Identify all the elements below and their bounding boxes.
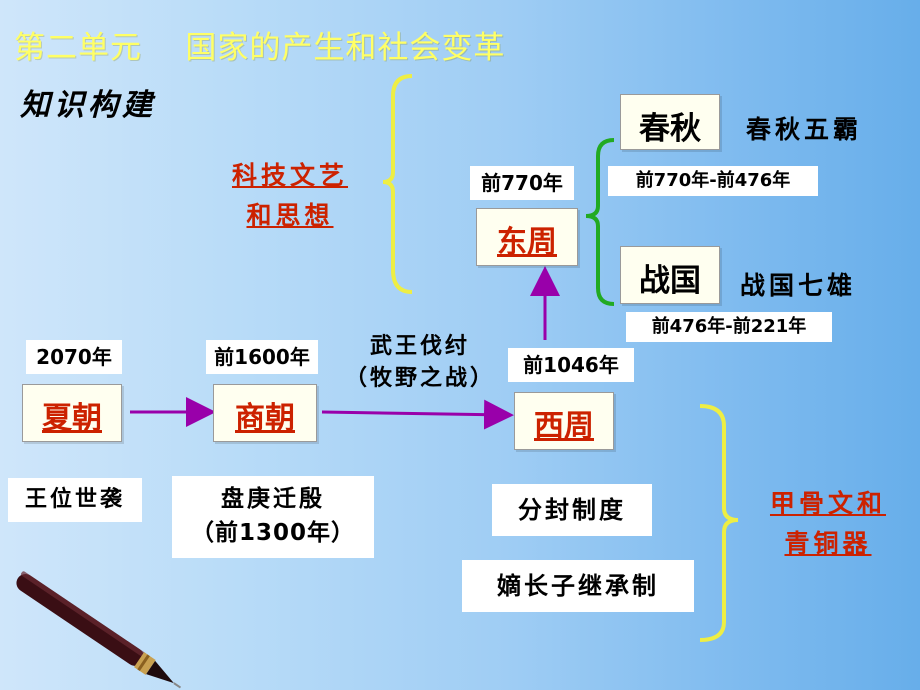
pen-image [16,571,182,689]
yellow-brace-right [699,404,739,642]
spring-autumn-box: 春秋 [620,94,720,150]
spring-autumn-name: 春秋 [639,111,701,147]
warring-states-box: 战国 [620,246,720,304]
section-subtitle: 知识构建 [20,88,156,123]
slide-title: 第二单元 国家的产生和社会变革 [14,30,506,66]
shang-box: 商朝 [213,384,317,442]
conquest-event: 武王伐纣 （牧野之战） [330,330,510,394]
conquest-line1: 武王伐纣 [369,333,470,359]
west-zhou-feature1: 分封制度 [492,484,652,536]
east-zhou-year: 前770年 [470,166,574,200]
west-zhou-name: 西周 [534,409,594,444]
spring-autumn-period: 前770年-前476年 [608,166,818,196]
shang-year: 前1600年 [206,340,318,374]
xia-name: 夏朝 [42,401,102,436]
east-zhou-box: 东周 [476,208,578,266]
shang-feature-line1: 盘庚迁殷 [221,486,325,512]
arrow-shang-to-west-zhou [321,399,514,430]
culture-left-label: 科技文艺 和思想 [210,156,370,236]
west-zhou-year: 前1046年 [508,348,634,382]
shang-name: 商朝 [235,401,295,436]
xia-year: 2070年 [26,340,122,374]
warring-states-note: 战国七雄 [740,271,857,300]
east-zhou-name: 东周 [497,225,557,260]
green-brace [585,138,615,306]
yellow-brace-left [382,74,413,294]
culture-right-label: 甲骨文和 青铜器 [748,484,908,564]
spring-autumn-note: 春秋五霸 [746,115,863,144]
xia-box: 夏朝 [22,384,122,442]
xia-feature: 王位世袭 [8,478,142,522]
culture-left-line2: 和思想 [246,201,334,230]
shang-feature-line2: （前1300年） [190,520,355,546]
conquest-line2: （牧野之战） [344,365,495,391]
warring-states-name: 战国 [639,263,701,299]
west-zhou-box: 西周 [514,392,614,450]
culture-right-line2: 青铜器 [784,529,872,558]
shang-feature: 盘庚迁殷 （前1300年） [172,476,374,558]
warring-states-period: 前476年-前221年 [626,312,832,342]
west-zhou-feature2: 嫡长子继承制 [462,560,694,612]
culture-right-line1: 甲骨文和 [769,489,886,518]
culture-left-line1: 科技文艺 [231,161,348,190]
